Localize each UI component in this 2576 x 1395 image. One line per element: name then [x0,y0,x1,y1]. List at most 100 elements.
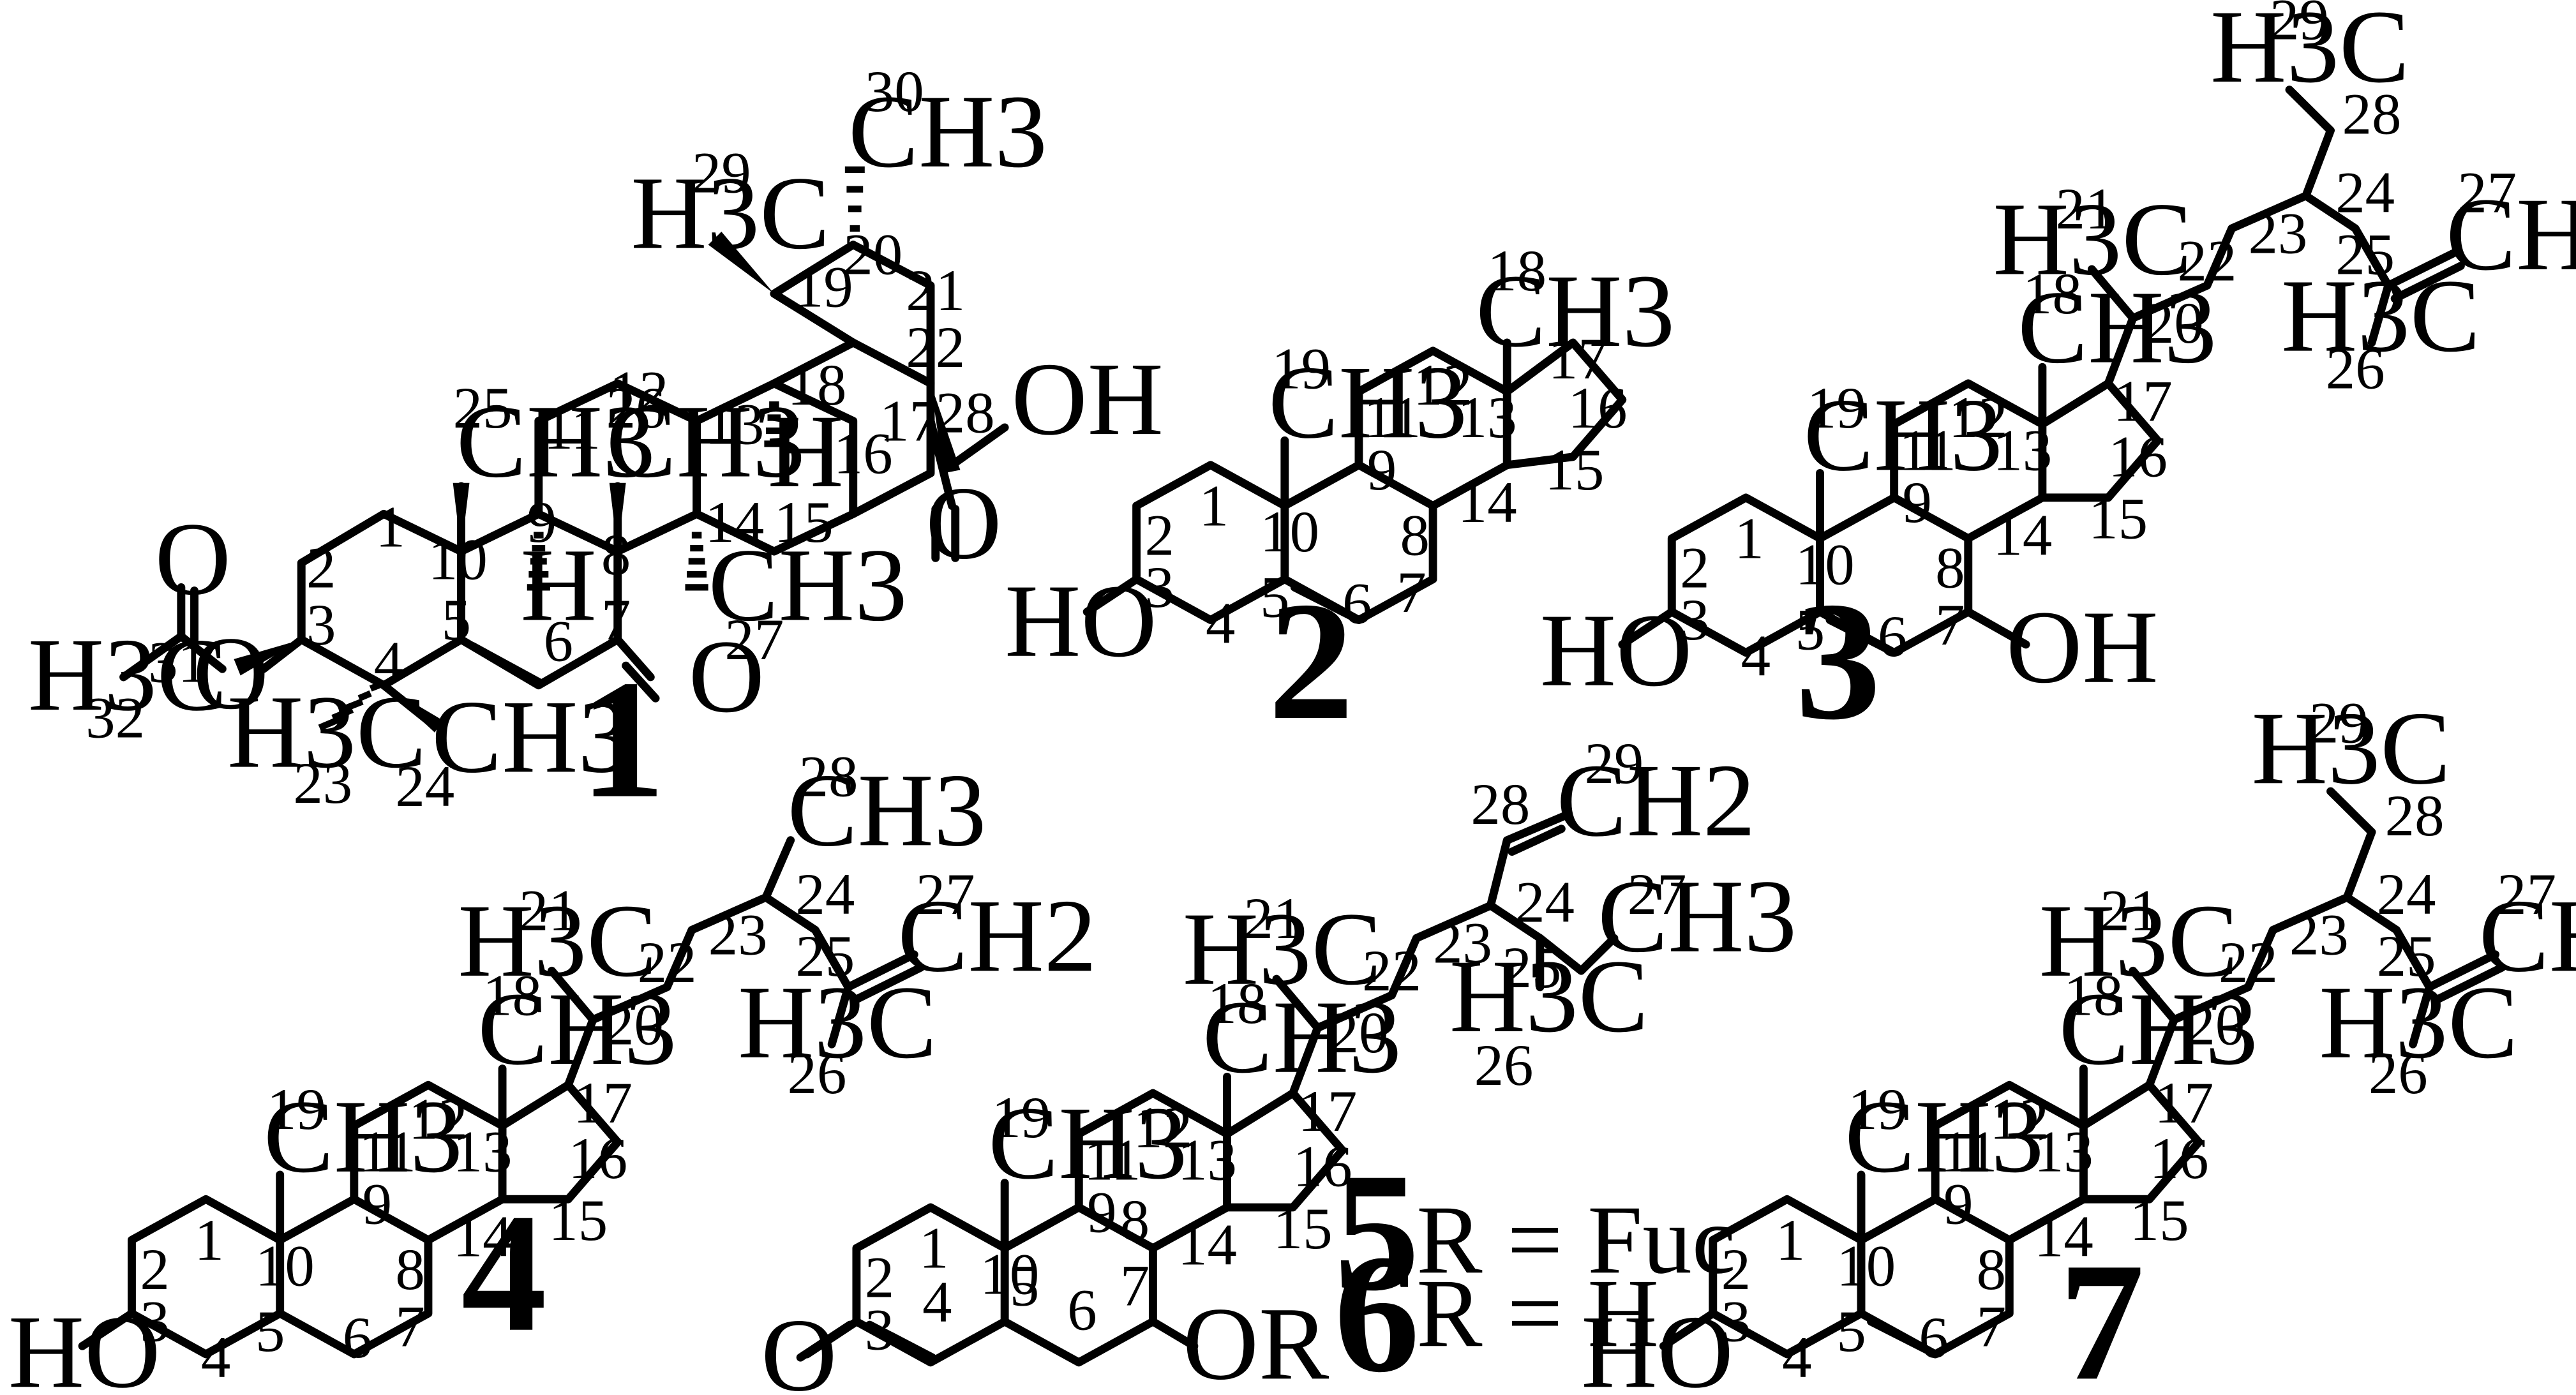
c1-locant: 13 [705,392,764,458]
c4-locant: 13 [453,1120,513,1185]
c3-locant: 20 [2145,291,2204,356]
c3-locant: 14 [1993,504,2052,569]
c1-atom-ch3-27: CH3 [708,527,908,643]
c7-locant: 10 [1836,1234,1896,1299]
c3-atom-ch3-19: CH3 [1804,377,2003,493]
c7-locant: 17 [2154,1071,2213,1136]
c4-locant: 26 [788,1041,847,1107]
c1-locant: 25 [453,376,513,441]
c1-atom-o-acid: O [925,465,1001,581]
c4-locant: 1 [195,1208,224,1273]
c3-locant: 29 [2270,0,2329,52]
c3-locant: 15 [2088,487,2148,552]
c2-locant: 1 [1199,474,1229,539]
c5-atom-h3c-26: H3C [1449,939,1649,1054]
c5-locant: 29 [1585,732,1644,797]
c5-locant: 9 [1087,1181,1116,1246]
c3-atom-ch3-18: CH3 [2018,269,2217,385]
c3-locant: 28 [2342,82,2402,147]
c4-locant: 18 [483,964,542,1029]
compound-label-4: 4 [461,1179,547,1367]
c4-locant: 6 [343,1306,372,1371]
c4-locant: 11 [359,1120,416,1185]
c3-atom-ho: HO [1540,593,1693,708]
c1-atom-o-carbonyl: O [155,501,231,616]
c1-locant: 26 [606,376,666,441]
c4-locant: 19 [267,1078,326,1143]
c7-locant: 2 [1721,1237,1751,1302]
c4-locant: 21 [519,879,578,944]
c7-locant: 27 [2497,862,2556,927]
c3-locant: 23 [2248,202,2307,267]
c4-locant: 12 [408,1087,468,1153]
c3-locant: 5 [1795,598,1825,663]
c1-locant: 18 [788,353,847,418]
c7-atom-h3c-21: H3C [2039,883,2238,999]
c2-locant: 15 [1545,438,1605,503]
c3-locant: 2 [1680,536,1709,601]
c4-locant: 2 [140,1237,169,1302]
c4-atom-ho: HO [8,1294,161,1395]
c3-locant: 7 [1935,593,1965,658]
c3-locant: 26 [2326,337,2385,402]
c1-locant: 8 [601,523,631,588]
c7-locant: 15 [2130,1188,2189,1253]
c3-atom-h3c-29: H3C [2210,0,2409,105]
c5-locant: 26 [1474,1034,1534,1099]
c1-locant: 30 [865,59,924,124]
c5-locant: 17 [1298,1079,1357,1144]
c7-locant: 24 [2377,862,2436,927]
c5-locant: 23 [1433,911,1492,976]
c1-locant: 4 [374,630,403,696]
c1-locant: 12 [610,360,669,425]
c5-atom-ch2-29: CH2 [1557,743,1756,858]
c3-locant: 1 [1734,507,1764,572]
c5-atom-ch3-19: CH3 [988,1085,1187,1201]
c7-atom-ch3-18: CH3 [2059,971,2258,1087]
c3-locant: 17 [2113,369,2173,435]
c4-atom-ch2-27: CH2 [897,878,1097,994]
c2-locant: 14 [1458,471,1517,536]
compound-label-1: 1 [580,645,665,833]
c7-locant: 22 [2219,931,2278,996]
c4-locant: 7 [395,1295,424,1360]
c4-atom-h3c-26: H3C [738,964,937,1080]
c4-locant: 15 [548,1188,608,1253]
c2-locant: 8 [1400,504,1429,569]
c7-locant: 26 [2369,1041,2428,1107]
c3-locant: 13 [1993,419,2052,484]
c3-locant: 3 [1680,588,1709,653]
c7-locant: 19 [1848,1078,1907,1143]
c1-locant: 1 [375,495,405,560]
c5-locant: 24 [1515,870,1575,936]
compound-5-6: CH2 H3C CH3 H3C CH3 CH3 O OR 1 2 3 4 5 6… [761,732,1797,1395]
c5-locant: 7 [1120,1254,1149,1319]
c5-locant: 18 [1208,971,1267,1036]
c4-atom-h3c-21: H3C [458,883,657,999]
c3-locant: 10 [1795,533,1855,598]
c1-locant: 16 [834,422,893,487]
c4-locant: 8 [395,1237,424,1302]
c7-atom-h3c-29: H3C [2252,690,2451,806]
compound-label-2: 2 [1268,567,1354,755]
c2-atom-ho: HO [1005,563,1157,678]
c4-atom-ch3-19: CH3 [264,1078,463,1194]
compound-label-5: 5 [1334,1138,1419,1326]
c7-locant: 28 [2385,784,2445,849]
c7-locant: 25 [2377,924,2436,989]
c3-locant: 6 [1878,604,1907,669]
c7-locant: 1 [1776,1208,1805,1273]
c7-locant: 14 [2034,1205,2093,1270]
c5-atom-ch3-18: CH3 [1202,979,1402,1094]
c1-locant: 7 [601,588,631,653]
c1-atom-h3c-32: H3C [28,617,227,733]
c3-locant: 12 [1949,386,2008,451]
c1-locant: 19 [794,255,853,320]
c7-locant: 16 [2150,1126,2209,1191]
compound-label-3: 3 [1795,567,1881,755]
c3-locant: 9 [1903,471,1932,536]
c7-locant: 3 [1721,1290,1751,1355]
c5-atom-h3c-21: H3C [1183,891,1382,1006]
c7-locant: 4 [1782,1325,1811,1391]
c4-locant: 3 [140,1290,169,1355]
